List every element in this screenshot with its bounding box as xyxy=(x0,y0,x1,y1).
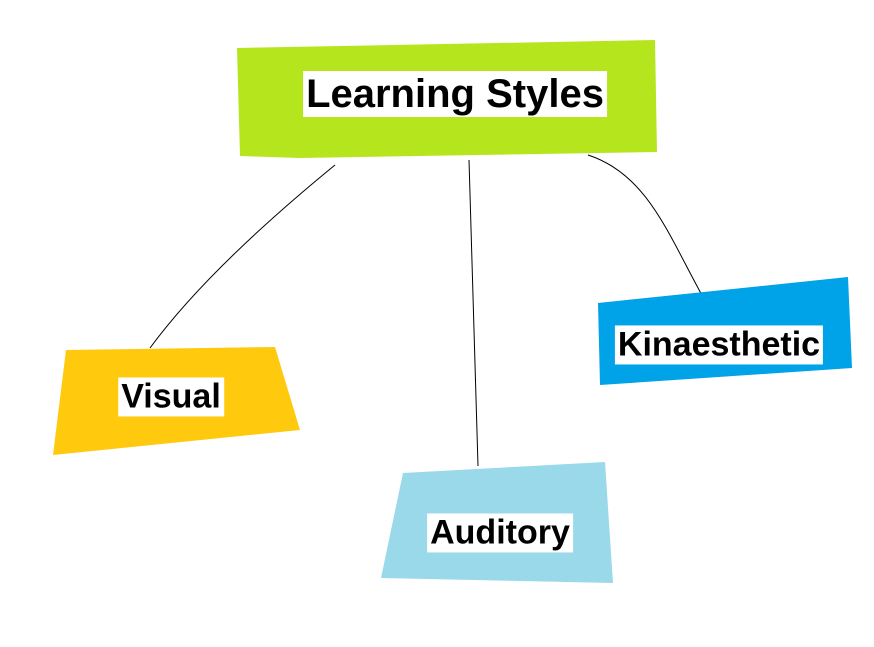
edge-title-kinaesthetic xyxy=(587,154,709,307)
edge-title-auditory xyxy=(468,159,479,467)
kinaesthetic-label: Kinaesthetic xyxy=(614,325,824,365)
title-label: Learning Styles xyxy=(303,71,607,117)
visual-label: Visual xyxy=(118,377,224,417)
edge-title-visual xyxy=(149,164,336,349)
auditory-label: Auditory xyxy=(427,513,573,553)
